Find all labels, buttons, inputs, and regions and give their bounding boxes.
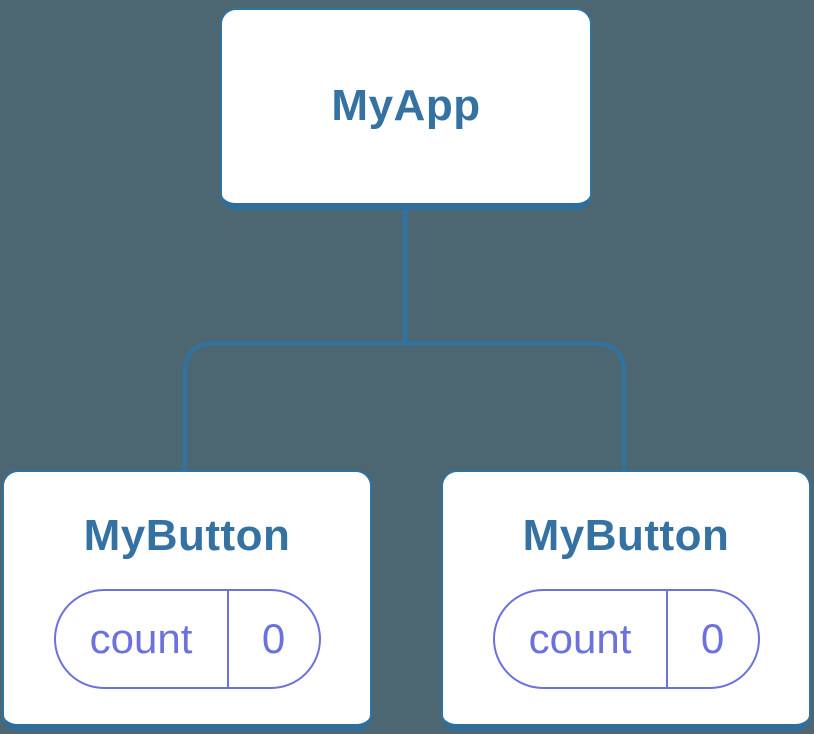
state-value-cell-2: 0 — [668, 591, 758, 687]
component-node-mybutton-1: MyButton count 0 — [2, 470, 372, 731]
state-key-cell-1: count — [56, 590, 229, 687]
component-node-mybutton-2: MyButton count 0 — [441, 470, 811, 731]
state-pill-2: count 0 — [492, 588, 760, 689]
node-label-myapp: MyApp — [331, 81, 481, 131]
state-key-label-2: count — [528, 614, 632, 662]
state-key-label-1: count — [89, 614, 193, 662]
node-label-mybutton-2: MyButton — [522, 511, 730, 560]
state-key-cell-2: count — [495, 590, 668, 687]
state-value-cell-1: 0 — [229, 591, 319, 687]
state-value-1: 0 — [261, 614, 286, 662]
state-pill-1: count 0 — [53, 588, 321, 689]
state-value-2: 0 — [700, 614, 725, 662]
connector-branch — [183, 341, 626, 471]
component-node-myapp: MyApp — [220, 8, 592, 210]
node-label-mybutton-1: MyButton — [83, 511, 291, 560]
